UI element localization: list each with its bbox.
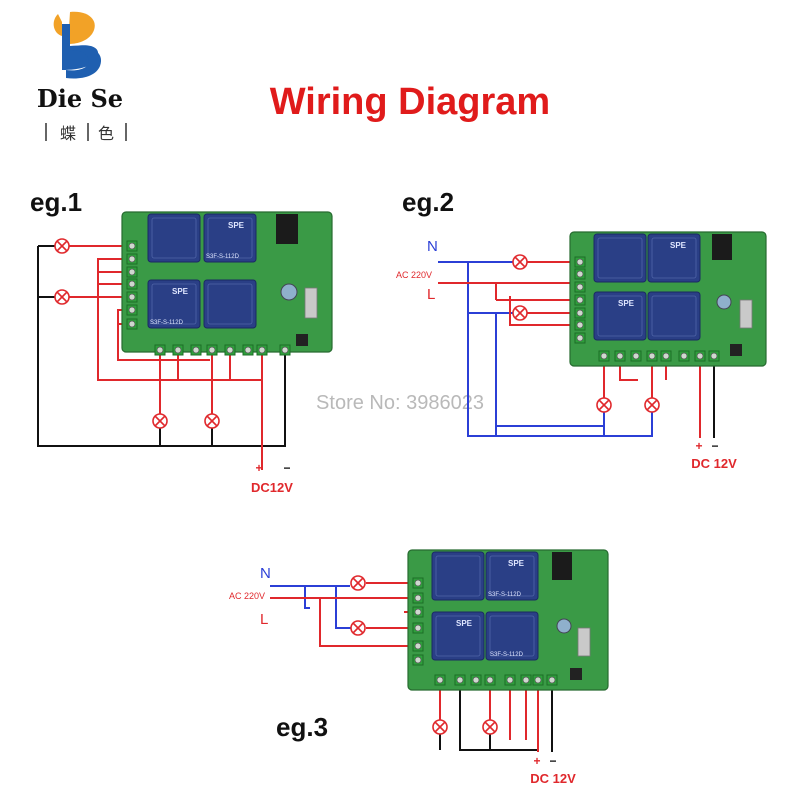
lamp-icon [644, 397, 660, 413]
lamp-icon [350, 620, 366, 636]
ac-voltage-label: AC 220V [229, 591, 265, 601]
live-label: L [427, 286, 435, 303]
brand-chinese-1: 蝶 [60, 125, 76, 143]
relay-brand-label: SPE [508, 559, 525, 568]
relay-module-2: SPE SPE [569, 231, 767, 367]
relay-model-label: S3F-S-112D [488, 592, 522, 598]
live-label: L [260, 611, 268, 628]
example-1-label: eg.1 [30, 187, 82, 217]
plus-terminal-label: + [695, 439, 702, 453]
minus-terminal-label: − [283, 461, 290, 475]
brand-name: Die Se [37, 84, 123, 113]
lamp-icon [512, 254, 528, 270]
lamp-icon [512, 305, 528, 321]
brand-chinese-2: 色 [98, 125, 114, 143]
brand-chinese: 蝶 色 [45, 123, 127, 143]
page-title: Wiring Diagram [270, 81, 550, 123]
relay-brand-label: SPE [670, 241, 687, 250]
neutral-label: N [260, 565, 271, 582]
plus-terminal-label: + [533, 754, 540, 768]
plus-terminal-label: + [255, 461, 262, 475]
example-2-label: eg.2 [402, 187, 454, 217]
neutral-label: N [427, 238, 438, 255]
example-3-wires [270, 582, 553, 752]
lamp-icon [204, 413, 220, 429]
relay-model-label: S3F-S-112D [490, 652, 524, 658]
relay-model-label: S3F-S-112D [206, 254, 240, 260]
lamp-icon [54, 238, 70, 254]
example-1: eg.1 [30, 187, 333, 495]
dc-power-label: DC 12V [691, 456, 737, 471]
example-3: eg.3 N AC 220V L [229, 549, 609, 786]
relay-model-label: S3F-S-112D [150, 320, 184, 326]
butterfly-logo-icon [53, 11, 102, 79]
example-3-label: eg.3 [276, 712, 328, 742]
brand-logo: Die Se 蝶 色 [37, 11, 127, 143]
relay-brand-label: SPE [228, 221, 245, 230]
lamp-icon [54, 289, 70, 305]
minus-terminal-label: − [549, 754, 556, 768]
lamp-icon [596, 397, 612, 413]
lamp-icon [432, 719, 448, 735]
store-watermark: Store No: 3986023 [316, 392, 484, 414]
example-2-wires [438, 261, 715, 438]
dc-power-label: DC12V [251, 480, 293, 495]
relay-module-3: SPE S3F-S-112D SPE S3F-S-112D [407, 549, 609, 691]
dc-power-label: DC 12V [530, 771, 576, 786]
minus-terminal-label: − [711, 439, 718, 453]
example-2: eg.2 N AC 220V L [396, 187, 767, 471]
lamp-icon [482, 719, 498, 735]
relay-brand-label: SPE [172, 287, 189, 296]
relay-module-1: SPE S3F-S-112D SPE S3F-S-112D [121, 211, 333, 356]
lamp-icon [350, 575, 366, 591]
ac-voltage-label: AC 220V [396, 270, 432, 280]
relay-brand-label: SPE [618, 299, 635, 308]
relay-brand-label: SPE [456, 619, 473, 628]
lamp-icon [152, 413, 168, 429]
